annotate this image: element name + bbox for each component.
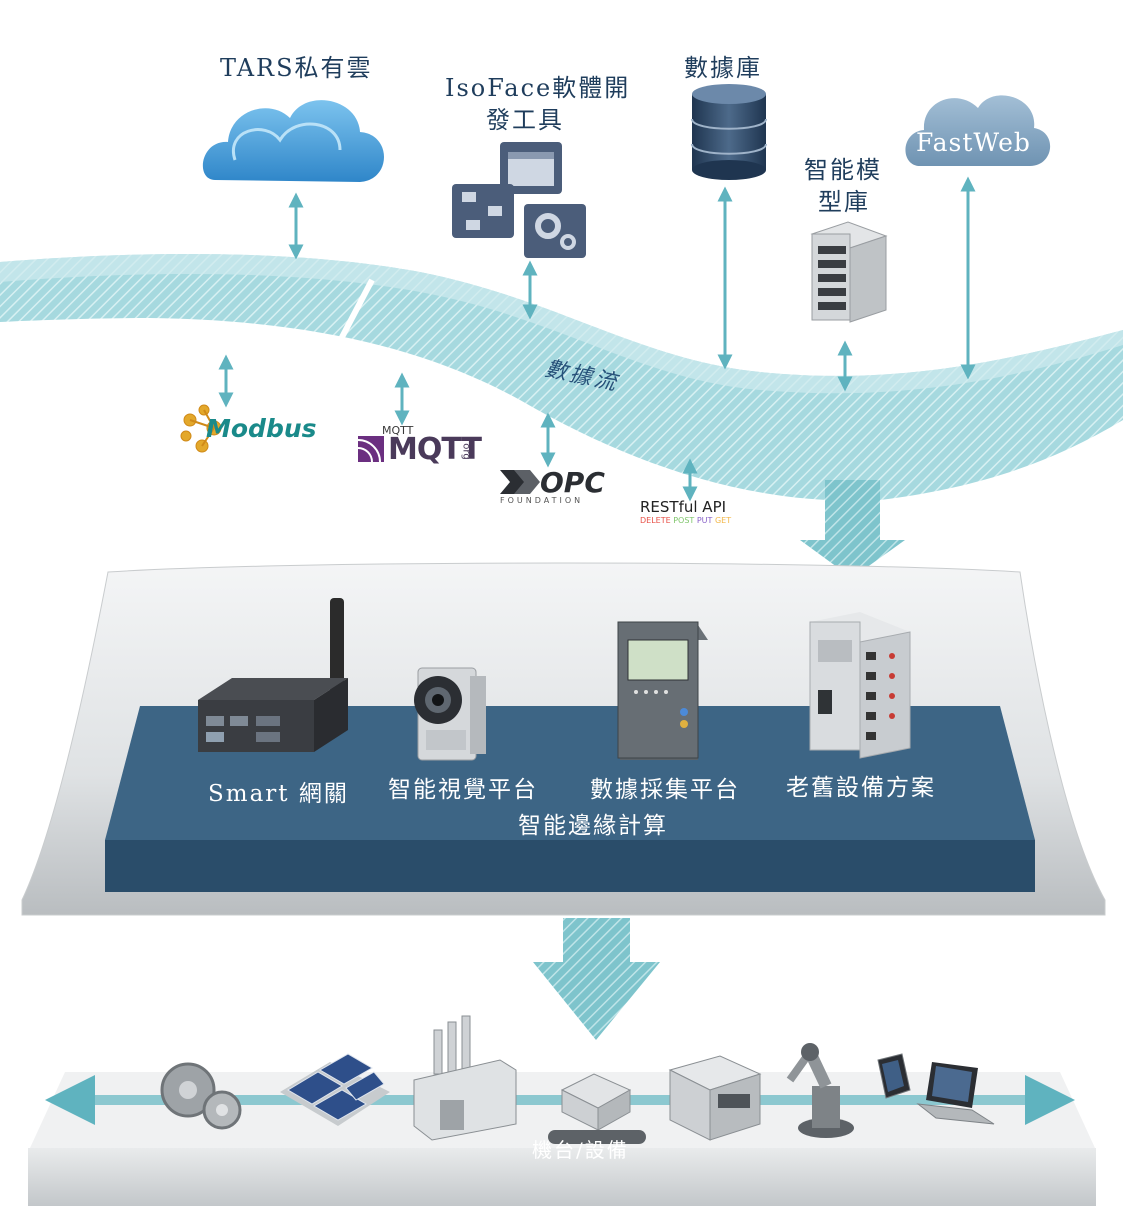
opc-foundation-label: FOUNDATION <box>500 496 584 505</box>
mqtt-label: MQTT <box>388 432 482 467</box>
machine-icon <box>668 1055 762 1141</box>
http-method-get: GET <box>714 516 732 525</box>
edge-platform <box>105 706 1035 892</box>
conveyor-box-icon <box>548 1073 646 1144</box>
data-stream-ribbon <box>0 253 1123 578</box>
tars-cloud-label: TARS私有雲 <box>220 54 373 82</box>
tars-cloud-icon <box>202 100 384 182</box>
factory-icon <box>413 1015 517 1141</box>
model-library-label-line2: 型庫 <box>818 188 870 216</box>
http-method-put: PUT <box>696 516 713 525</box>
isoface-label-line2: 發工具 <box>486 106 564 134</box>
connection-arrows <box>218 176 976 502</box>
smart-gateway-label: Smart 網關 <box>208 781 349 807</box>
modbus-logo-icon <box>180 404 222 453</box>
http-method-delete: DELETE <box>640 516 671 525</box>
legacy-cabinet-icon <box>809 612 911 759</box>
http-methods: DELETE POST PUT GET <box>640 516 731 525</box>
http-method-post: POST <box>673 516 695 525</box>
solar-panel-icon <box>280 1053 390 1126</box>
data-acquisition-platform-label: 數據採集平台 <box>590 777 740 803</box>
opc-logo-icon <box>500 470 540 494</box>
fastweb-label: FastWeb <box>916 128 1031 157</box>
mqtt-small-label: MQTT <box>382 424 414 437</box>
isoface-tools-icon <box>452 142 586 258</box>
down-arrow-to-equipment <box>533 918 660 1040</box>
isoface-label-line1: IsoFace軟體開 <box>445 74 631 102</box>
opc-label: OPC <box>540 466 605 499</box>
robot-arm-icon <box>786 1043 854 1138</box>
edge-computing-title: 智能邊緣計算 <box>518 813 668 839</box>
database-icon <box>691 84 767 180</box>
modbus-label: Modbus <box>206 414 317 443</box>
mqtt-org-label: org <box>460 443 472 460</box>
gears-icon <box>160 1062 242 1130</box>
vision-camera-icon <box>414 667 486 761</box>
tablet-icon <box>877 1053 911 1099</box>
laptop-icon <box>916 1062 995 1125</box>
fastweb-cloud-icon <box>905 95 1051 166</box>
model-library-rack-icon <box>810 221 888 323</box>
database-label: 數據庫 <box>684 54 762 82</box>
model-library-label-line1: 智能模 <box>804 156 882 184</box>
gateway-device-icon <box>198 598 348 752</box>
vision-platform-label: 智能視覺平台 <box>388 777 538 803</box>
legacy-equipment-label: 老舊設備方案 <box>786 775 936 801</box>
mqtt-logo-icon <box>357 436 384 463</box>
restful-api-label: RESTful API <box>640 498 727 516</box>
equipment-label: 機台/設備 <box>532 1138 629 1162</box>
data-acquisition-device-icon <box>617 621 708 760</box>
